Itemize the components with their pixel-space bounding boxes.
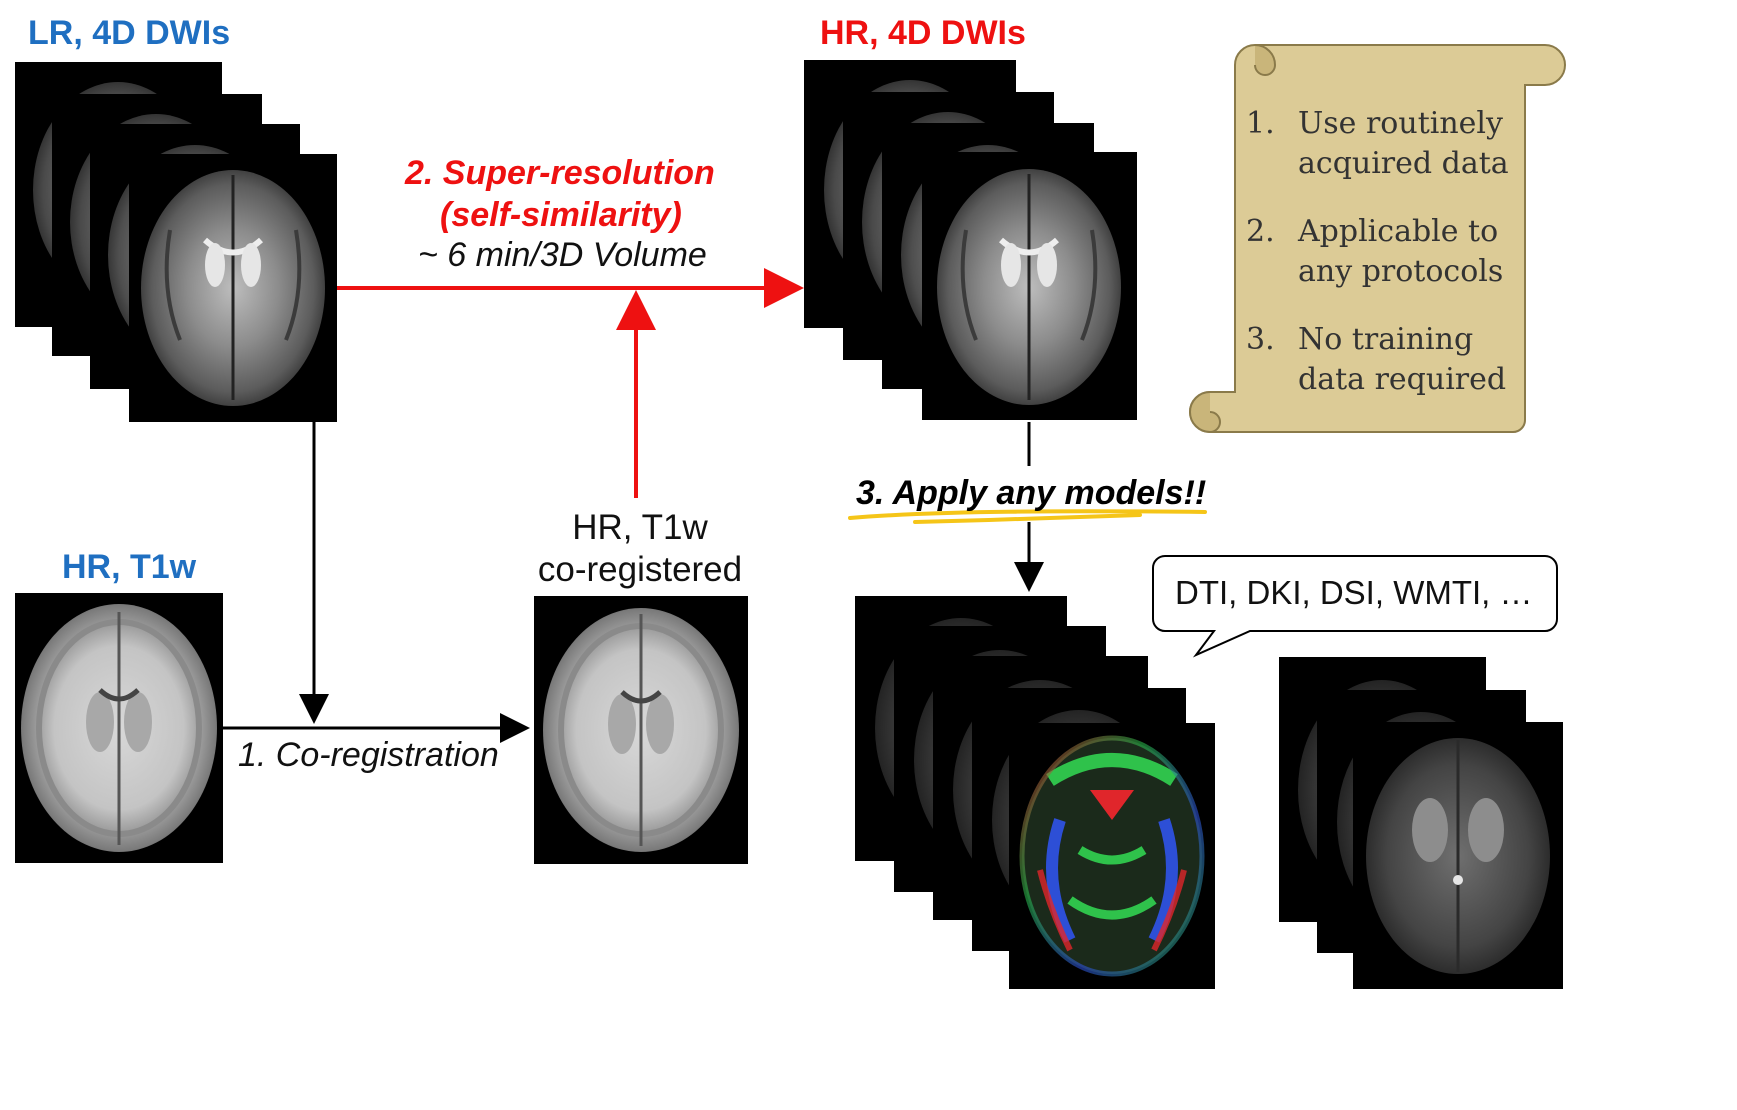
lr-dwi-stack [15,62,337,422]
t1w-coregistered-image [534,596,748,864]
scroll-item-1-num: 1. [1246,106,1275,141]
scroll-item-2: 2. Applicable to any protocols [1246,212,1503,292]
scroll-item-1-line1: Use routinely [1298,106,1503,141]
scroll-item-3-num: 3. [1246,322,1275,357]
scroll-item-2-line2: any protocols [1298,254,1504,289]
models-list-text: DTI, DKI, DSI, WMTI, … [1175,574,1533,611]
step3-label: 3. Apply any models!! [856,474,1207,512]
hr-t1w-label: HR, T1w [62,548,197,586]
scroll-item-2-num: 2. [1246,214,1275,249]
hr-dwis-label: HR, 4D DWIs [820,14,1026,52]
step2-time-label: ~ 6 min/3D Volume [418,236,707,274]
scroll-item-3-line1: No training [1298,322,1474,357]
lr-dwi-brain-slice [141,170,325,406]
hr-dwi-brain-slice [937,169,1121,405]
lr-dwis-label: LR, 4D DWIs [28,14,231,52]
scroll-item-2-line1: Applicable to [1298,214,1499,249]
models-speech-bubble [1152,555,1558,658]
step1-label: 1. Co-registration [238,736,499,774]
model-map-stack-gray [1279,657,1563,989]
gray-map-brain-slice [1366,738,1550,974]
scroll-item-1: 1. Use routinely acquired data [1246,104,1509,184]
color-fa-brain-slice [1019,735,1205,977]
benefits-scroll [1189,44,1566,434]
hr-dwi-stack [804,60,1137,420]
model-map-stack-color [855,596,1215,989]
hr-t1w-image [15,593,223,863]
t1w-coreg-label-line1: HR, T1w [572,508,708,547]
highlight-underline [848,509,1207,524]
scroll-item-3-line2: data required [1298,362,1507,397]
step2-sublabel: (self-similarity) [440,196,682,234]
t1w-coreg-label-line2: co-registered [537,550,743,589]
scroll-item-1-line2: acquired data [1298,146,1509,181]
step2-label: 2. Super-resolution [405,154,715,192]
scroll-item-3: 3. No training data required [1246,320,1506,400]
